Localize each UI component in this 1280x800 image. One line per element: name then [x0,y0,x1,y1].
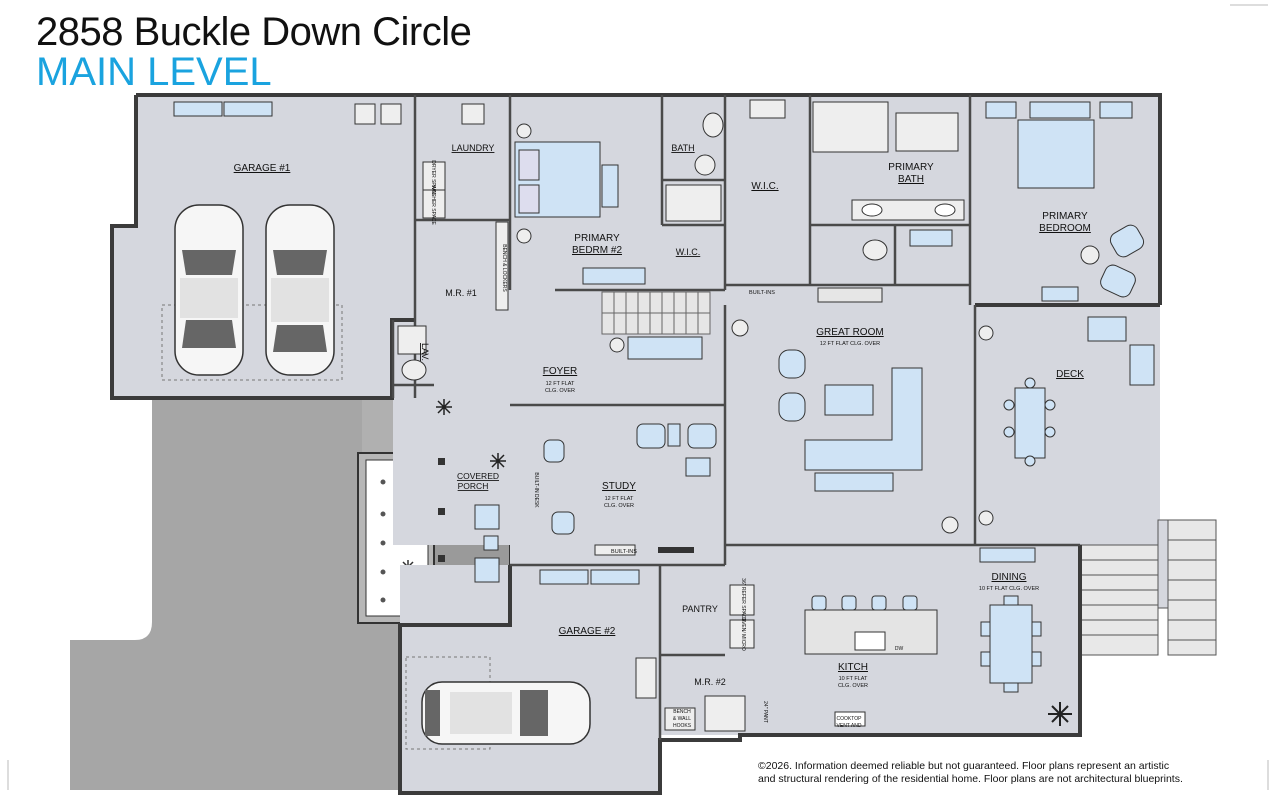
builtins-study-label: BUILT-INS [611,549,637,555]
foyer-bench [627,336,703,360]
disclaimer-line1: ©2026. Information deemed reliable but n… [758,760,1170,772]
study-note-line2: CLG. OVER [604,503,634,509]
foyer-note-line2: CLG. OVER [545,388,575,394]
foyer-plant-icon [609,337,625,353]
disclaimer-line2: and structural rendering of the resident… [758,773,1183,785]
foyer-note-line1: 12 FT FLAT [546,381,575,387]
primary-bath-label-line1: PRIMARY [888,162,934,173]
disclaimer: ©2026. Information deemed reliable but n… [758,760,1183,786]
garage1-car-left [174,204,244,376]
mr2-label: M.R. #2 [694,677,726,687]
lav-label: LAV. [420,343,430,361]
dining-label: DINING [992,572,1027,583]
great-room-label: GREAT ROOM [816,327,883,338]
study-furniture [543,423,717,556]
main-stairs [601,291,711,335]
fireplace [817,287,883,303]
primary-bedroom-label-line2: BEDROOM [1039,223,1091,234]
bedroom2-furniture [514,123,646,285]
covered-porch-label-line2: PORCH [458,481,489,491]
garage2-fixtures [405,569,657,750]
covered-porch-label-line1: COVERED [457,471,499,481]
primary-bedroom-furniture [985,101,1145,302]
crop-marks [7,4,1269,790]
driveway [70,398,398,790]
refer-space-label: 36" REFER SPACE [740,578,746,622]
garage1-car-right [265,204,335,376]
wic-small-label: W.I.C. [676,247,701,257]
study-label: STUDY [602,481,636,492]
mr1-label: M.R. #1 [445,288,477,298]
bench-hooks-line2: & WALL [673,716,691,722]
garage1-label: GARAGE #1 [234,163,291,174]
level-title: MAIN LEVEL [36,50,272,94]
washer-space-label: WASHER SPACE [430,185,436,225]
laundry-fixtures [397,103,509,381]
builtins-top-label: BUILT-INS [749,290,775,296]
foyer-label: FOYER [543,366,577,377]
dining-furniture [979,547,1042,693]
kitchen-label: KITCH [838,662,868,673]
deck-furniture [978,316,1155,526]
porch-plant-icon [436,399,506,469]
built-in-desk-label: BUILT-IN DESK [533,472,539,508]
pant24-label: 24" PANT [762,701,768,723]
bath-fixtures [665,112,724,222]
kitchen-note-line1: 10 FT FLAT [839,676,868,682]
garage2-car [421,681,591,745]
deck-label: DECK [1056,369,1084,380]
garage1-fixtures [161,101,402,381]
bench-hooks-line1: BENCH [673,709,691,715]
dining-note: 10 FT FLAT CLG. OVER [979,586,1039,592]
porch-furniture [438,458,500,583]
bedroom2-label-line2: BEDRM #2 [572,245,622,256]
study-note-line1: 12 FT FLAT [605,496,634,502]
kitchen-fixtures [664,584,938,732]
bench-lockers-label: BENCH & LOCKERS [501,244,507,292]
laundry-label: LAUNDRY [452,143,495,153]
great-room-furniture [731,319,959,534]
cooktop-label-line2: VENT AND [837,723,862,729]
deck-stairs [1079,519,1217,656]
garage2-label: GARAGE #2 [559,626,616,637]
dryer-space-label: DRYER SPACE [430,160,436,196]
primary-bath-fixtures [749,99,965,261]
cooktop-label-line1: COOKTOP [837,716,863,722]
pantry-label: PANTRY [682,604,718,614]
bedroom2-label-line1: PRIMARY [574,233,620,244]
kitchen-note-line2: CLG. OVER [838,683,868,689]
bench-hooks-line3: HOOKS [673,723,692,729]
great-room-note: 12 FT FLAT CLG. OVER [820,341,880,347]
dining-plant-icon [1048,702,1072,726]
primary-bedroom-label-line1: PRIMARY [1042,211,1088,222]
oven-micro-label: OVEN/ MICRO [740,617,746,651]
bath-label: BATH [671,143,694,153]
property-address: 2858 Buckle Down Circle [36,10,472,54]
wic-large-label: W.I.C. [751,181,778,192]
dw-label: DW [895,646,904,652]
interior-walls [391,95,1080,740]
primary-bath-label-line2: BATH [898,174,924,185]
